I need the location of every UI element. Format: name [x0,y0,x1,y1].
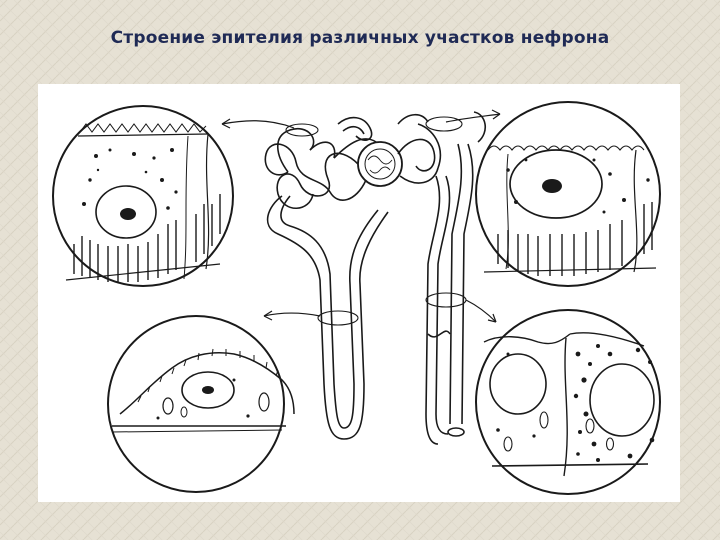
nephron-tubule-icon [264,111,486,445]
proximal-tubule-cells-icon [52,105,234,287]
nephron-epithelium-figure [38,84,680,502]
pointer-arrows [221,109,501,323]
loop-thin-segment-cell-icon [107,315,295,493]
slide-title: Строение эпителия различных участков неф… [110,28,610,48]
collecting-duct-cells-icon [475,309,661,495]
distal-tubule-cells-icon [475,101,661,287]
